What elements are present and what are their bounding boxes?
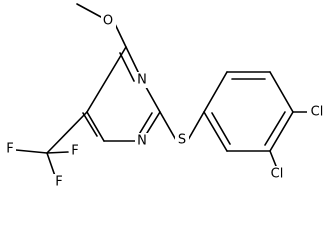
atom-ring-nitrogen-lower: N bbox=[137, 134, 147, 149]
bond-cf3-fluorine-right bbox=[46, 151, 69, 154]
atom-chlorine-ortho: Cl bbox=[271, 167, 284, 182]
atom-label-layer: O N N S Cl Cl F F F bbox=[4, 13, 327, 190]
atom-fluorine-bottom: F bbox=[55, 175, 62, 190]
bond-methyl-oxygen bbox=[76, 3, 102, 18]
atom-fluorine-left: F bbox=[6, 142, 13, 157]
bond-c6-c5 bbox=[86, 111, 105, 142]
atom-methoxy-oxygen: O bbox=[103, 14, 113, 29]
structure-drawing: O N N S Cl Cl F F F bbox=[4, 3, 327, 190]
bond-ring-cf3 bbox=[46, 111, 88, 154]
bond-c2-sulfur bbox=[159, 111, 177, 141]
atom-ring-nitrogen-upper: N bbox=[137, 73, 147, 88]
atom-sulfur: S bbox=[178, 133, 186, 148]
bond-ar-c6-c1 bbox=[203, 111, 228, 152]
bond-c5-c4 bbox=[86, 46, 127, 113]
bond-c2-n1-double bbox=[137, 112, 153, 137]
bond-c4-n3-double bbox=[119, 52, 135, 82]
bond-ar-c4-c5 bbox=[269, 111, 294, 152]
bond-ar-c1-c2 bbox=[203, 71, 228, 113]
bond-oxygen-c4 bbox=[114, 23, 127, 48]
bond-aryl-chlorine-ortho bbox=[269, 150, 277, 167]
bond-ar-c3-c4 bbox=[269, 71, 294, 113]
bond-sulfur-aryl bbox=[187, 111, 205, 141]
atom-chlorine-meta: Cl bbox=[311, 105, 324, 120]
atom-fluorine-right: F bbox=[71, 144, 78, 159]
bond-c6-c5-double bbox=[82, 112, 98, 137]
bond-cf3-fluorine-bottom bbox=[46, 152, 56, 177]
bond-ar-c6-c1-double bbox=[211, 112, 231, 145]
bond-layer bbox=[15, 3, 308, 177]
bond-ar-c4-c5-double bbox=[264, 111, 286, 146]
bond-cf3-fluorine-left bbox=[15, 149, 48, 154]
